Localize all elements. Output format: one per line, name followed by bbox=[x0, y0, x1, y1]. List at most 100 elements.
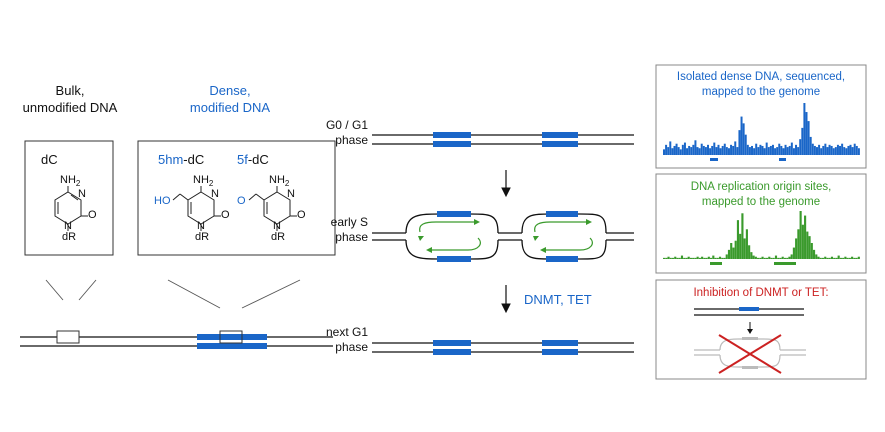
bulk-structure-box bbox=[24, 140, 114, 256]
track-bar bbox=[692, 144, 695, 155]
track-bar bbox=[817, 256, 820, 259]
track-bar bbox=[782, 148, 785, 155]
track-bar bbox=[853, 143, 856, 155]
cytidine-ring-5hm bbox=[172, 186, 221, 231]
track-bar bbox=[701, 256, 704, 259]
track-bar bbox=[833, 257, 836, 259]
track-bar bbox=[824, 256, 827, 259]
track-bar bbox=[837, 255, 840, 259]
sequenced-peak-markers bbox=[710, 158, 786, 161]
track-bar bbox=[820, 148, 823, 155]
track-bar bbox=[752, 255, 755, 259]
track-bar bbox=[692, 257, 695, 259]
track-bar bbox=[703, 257, 706, 259]
track-bar bbox=[757, 147, 760, 155]
track-bar bbox=[713, 142, 716, 155]
track-bar bbox=[795, 144, 798, 155]
track-bar bbox=[824, 143, 827, 155]
dense-title: Dense, modified DNA bbox=[170, 82, 290, 116]
hm-n3: N bbox=[211, 188, 219, 200]
track-bar bbox=[780, 145, 783, 155]
track-bar bbox=[669, 257, 672, 259]
track-bar bbox=[795, 238, 798, 259]
hm-o: O bbox=[221, 209, 230, 221]
track-bar bbox=[778, 143, 781, 155]
track-bar bbox=[849, 144, 852, 155]
next-g1-dna bbox=[372, 340, 634, 355]
track-bar bbox=[815, 147, 818, 155]
track-bar bbox=[671, 257, 675, 259]
bulk-dr: dR bbox=[62, 231, 77, 243]
track-bar bbox=[736, 147, 739, 155]
track-bar bbox=[777, 257, 780, 259]
track-bar bbox=[714, 257, 717, 259]
track-bar bbox=[781, 256, 784, 259]
track-bar bbox=[761, 256, 764, 259]
track-bar bbox=[767, 147, 770, 155]
track-bar bbox=[839, 145, 842, 155]
origin-peak-markers bbox=[710, 262, 796, 265]
track-bar bbox=[855, 257, 858, 259]
track-bar bbox=[707, 144, 709, 155]
track-bar bbox=[710, 257, 713, 259]
phase-next-g1-line2: phase bbox=[335, 340, 368, 354]
track-bar bbox=[665, 144, 668, 155]
mod-5f-label: 5f-dC bbox=[237, 152, 269, 167]
track-bar bbox=[738, 130, 741, 155]
track-bar bbox=[857, 256, 860, 259]
track-bar bbox=[723, 257, 726, 259]
sequenced-panel bbox=[655, 64, 867, 169]
track-bar bbox=[853, 257, 856, 259]
track-bar bbox=[812, 249, 816, 259]
track-bar bbox=[848, 257, 851, 259]
track-bar bbox=[694, 257, 697, 259]
track-bar bbox=[799, 139, 802, 155]
track-bar bbox=[757, 257, 760, 259]
track-bar bbox=[842, 257, 845, 259]
bulk-title-line2: unmodified DNA bbox=[22, 100, 118, 115]
phase-g0g1-line1: G0 / G1 bbox=[325, 118, 368, 132]
track-bar bbox=[736, 220, 740, 259]
track-bar bbox=[711, 145, 714, 155]
inhibition-panel-title: Inhibition of DNMT or TET: bbox=[656, 286, 866, 301]
track-bar bbox=[748, 147, 751, 155]
track-bar bbox=[674, 256, 677, 259]
inhibited-bubble bbox=[694, 337, 806, 369]
track-bar bbox=[765, 257, 769, 259]
track-bar bbox=[680, 255, 684, 259]
track-bar bbox=[719, 148, 722, 155]
bulk-n1: N bbox=[64, 220, 72, 232]
track-bar bbox=[732, 247, 735, 259]
track-bar bbox=[786, 257, 789, 259]
track-bar bbox=[721, 145, 724, 155]
track-bar bbox=[826, 257, 829, 259]
f-nh2: NH2 bbox=[269, 174, 290, 189]
origins-title-line1: DNA replication origin sites, bbox=[690, 181, 832, 193]
track-bar bbox=[673, 145, 676, 155]
track-bar bbox=[845, 148, 848, 155]
track-bar bbox=[811, 143, 814, 155]
track-bar bbox=[771, 144, 774, 155]
track-bar bbox=[740, 116, 743, 155]
track-bar bbox=[770, 257, 773, 259]
track-bar bbox=[751, 145, 754, 155]
replication-fork-arrows bbox=[419, 221, 593, 251]
origins-panel bbox=[655, 173, 867, 274]
phase-early-s-line1: early S bbox=[330, 215, 368, 229]
track-bar bbox=[663, 257, 666, 259]
track-bar bbox=[801, 127, 804, 155]
track-bar bbox=[807, 121, 810, 155]
track-bar bbox=[826, 147, 829, 155]
track-bar bbox=[830, 256, 834, 259]
dense-zoom-marker bbox=[219, 330, 243, 344]
down-arrow-2 bbox=[501, 285, 511, 314]
track-bar bbox=[828, 144, 831, 155]
track-bar bbox=[734, 240, 737, 259]
track-bar bbox=[717, 144, 720, 155]
track-bar bbox=[797, 147, 800, 155]
track-bar bbox=[774, 148, 777, 155]
track-bar bbox=[815, 254, 818, 259]
left-dna-strands bbox=[20, 330, 333, 349]
track-bar bbox=[774, 255, 778, 259]
track-bar bbox=[685, 257, 688, 259]
